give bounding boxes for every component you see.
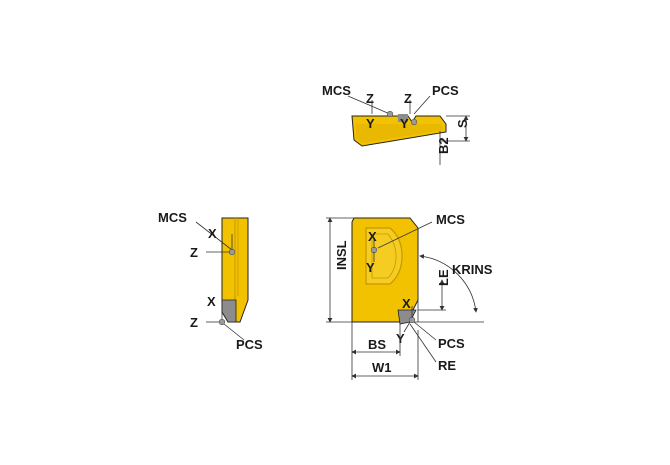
top-pcs-label: PCS (432, 83, 459, 98)
side-z-top-label: Z (190, 245, 198, 260)
front-y-top-label: Y (366, 260, 375, 275)
top-view-clamp-mark (398, 114, 408, 122)
front-mcs-label: MCS (436, 212, 465, 227)
top-view-insert-shade (356, 124, 444, 143)
top-y-left-label: Y (366, 116, 375, 131)
w1-label: W1 (372, 360, 392, 375)
re-label: RE (438, 358, 456, 373)
side-view: MCS X Z X Z PCS (158, 210, 263, 352)
top-mcs-leader (347, 95, 391, 115)
front-y-bottom-label: Y (396, 331, 405, 346)
side-mcs-leader (195, 221, 233, 251)
front-mcs-leader (377, 221, 433, 249)
top-mcs-origin (386, 110, 394, 118)
front-pcs-label: PCS (438, 336, 465, 351)
re-leader (409, 323, 437, 363)
front-y-axis-bottom (403, 321, 411, 333)
bs-label: BS (368, 337, 386, 352)
side-pcs-leader (223, 323, 245, 341)
front-mcs-origin (370, 246, 378, 254)
front-view-pocket-inner (371, 233, 397, 279)
krins-label: KRINS (452, 262, 493, 277)
top-y-right-label: Y (400, 116, 409, 131)
side-x-top-label: X (208, 226, 217, 241)
side-pcs-label: PCS (236, 337, 263, 352)
front-view: MCS X Y INSL KRINS LE X Y PCS RE BS (326, 212, 493, 380)
krins-arc (419, 254, 478, 313)
b2-label: B2 (436, 137, 451, 154)
front-x-bottom-label: X (402, 296, 411, 311)
le-label: LE (436, 269, 451, 286)
top-mcs-label: MCS (322, 83, 351, 98)
side-pcs-origin (218, 318, 226, 326)
front-pcs-leader (413, 321, 437, 341)
side-x-bottom-label: X (207, 294, 216, 309)
front-x-top-label: X (368, 229, 377, 244)
top-view: MCS PCS Z Y Z Y S B2 (322, 83, 470, 165)
side-mcs-origin (228, 248, 236, 256)
insl-label: INSL (334, 240, 349, 270)
front-pcs-origin (408, 316, 416, 324)
side-view-tip (221, 299, 237, 323)
top-pcs-leader (413, 95, 431, 115)
side-z-bottom-label: Z (190, 315, 198, 330)
top-z-left-label: Z (366, 91, 374, 106)
s-label: S (455, 119, 470, 128)
top-pcs-origin (410, 118, 418, 126)
top-z-right-label: Z (404, 91, 412, 106)
side-mcs-label: MCS (158, 210, 187, 225)
